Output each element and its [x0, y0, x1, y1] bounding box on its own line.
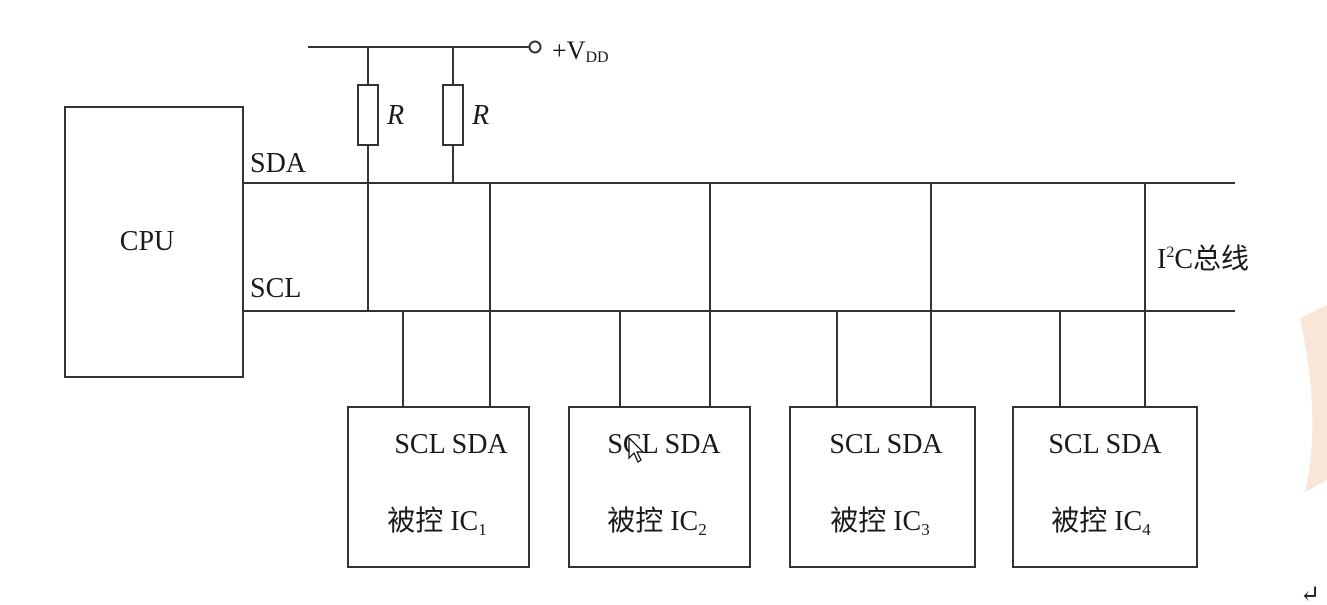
resistor-1-label: R	[386, 100, 404, 131]
ic1-name: 被控 IC1	[387, 505, 487, 539]
resistor-2-label: R	[471, 100, 489, 131]
cpu-block	[64, 106, 244, 378]
vdd-terminal	[528, 40, 542, 54]
pullup-resistor-2	[442, 84, 464, 146]
device-ic2	[568, 406, 751, 568]
pullup-resistor-1	[357, 84, 379, 146]
ic3-name: 被控 IC3	[830, 505, 930, 539]
device-ic4	[1012, 406, 1198, 568]
watermark-shape	[1300, 305, 1327, 492]
ic1-pins: SCL SDA	[394, 429, 508, 460]
ic2-name: 被控 IC2	[607, 505, 707, 539]
return-mark: ↵	[1300, 582, 1320, 605]
vdd-label: +VDD	[552, 36, 609, 66]
sda-label: SDA	[250, 148, 307, 179]
scl-label: SCL	[250, 273, 301, 304]
ic2-pins: SCL SDA	[607, 429, 721, 460]
ic4-pins: SCL SDA	[1048, 429, 1162, 460]
device-ic1	[347, 406, 530, 568]
mouse-cursor-icon	[628, 436, 645, 463]
device-ic3	[789, 406, 976, 568]
cpu-label: CPU	[120, 226, 174, 257]
bus-name-label: I2C总线	[1157, 243, 1249, 275]
ic4-name: 被控 IC4	[1051, 505, 1151, 539]
ic3-pins: SCL SDA	[829, 429, 943, 460]
